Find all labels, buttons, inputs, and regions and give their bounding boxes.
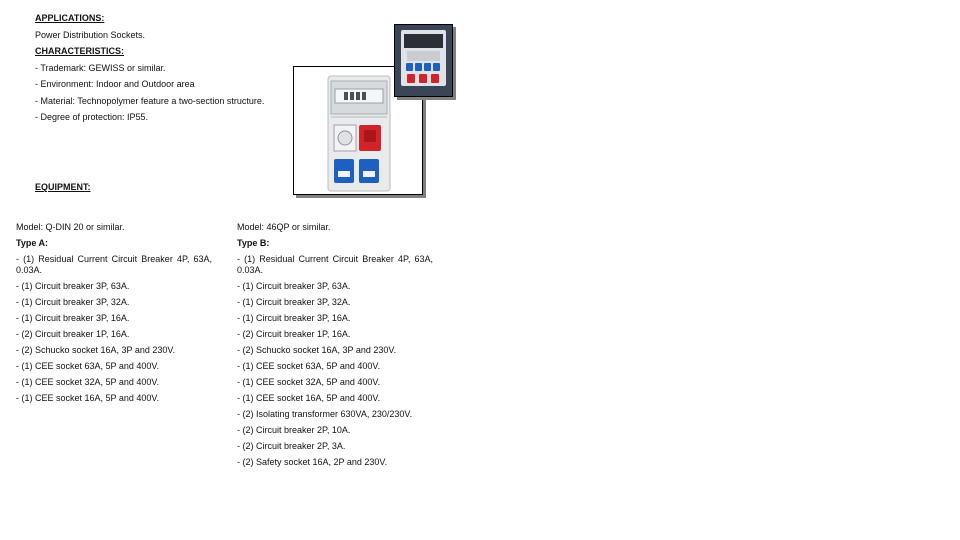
applications-text: Power Distribution Sockets. <box>35 30 146 40</box>
type-b-item: - (1) CEE socket 32A, 5P and 400V. <box>237 377 381 387</box>
type-a-item: - (1) Circuit breaker 3P, 32A. <box>16 297 130 307</box>
type-b-item: - (1) Circuit breaker 3P, 63A. <box>237 281 351 291</box>
type-a-column: Model: Q-DIN 20 or similar. Type A: - (1… <box>16 222 212 409</box>
applications-heading: APPLICATIONS: <box>35 13 105 23</box>
type-b-item: - (1) CEE socket 16A, 5P and 400V. <box>237 393 381 403</box>
type-b-item: - (1) CEE socket 63A, 5P and 400V. <box>237 361 381 371</box>
type-a-item: - (2) Circuit breaker 1P, 16A. <box>16 329 130 339</box>
type-a-item: - (1) CEE socket 16A, 5P and 400V. <box>16 393 160 403</box>
type-a-title: Type A: <box>16 238 49 248</box>
type-b-item: - (2) Isolating transformer 630VA, 230/2… <box>237 409 413 419</box>
distribution-board-illustration <box>327 75 391 192</box>
type-b-item: - (2) Circuit breaker 2P, 10A. <box>237 425 351 435</box>
type-a-item: - (1) CEE socket 32A, 5P and 400V. <box>16 377 160 387</box>
type-b-column: Model: 46QP or similar. Type B: - (1) Re… <box>237 222 433 473</box>
type-b-item: - (2) Schucko socket 16A, 3P and 230V. <box>237 345 397 355</box>
type-b-item: - (1) Circuit breaker 3P, 32A. <box>237 297 351 307</box>
type-a-item: - (2) Schucko socket 16A, 3P and 230V. <box>16 345 176 355</box>
socket-unit-image <box>394 24 453 97</box>
type-b-title: Type B: <box>237 238 270 248</box>
equipment-heading: EQUIPMENT: <box>35 182 91 192</box>
type-b-item: - (1) Circuit breaker 3P, 16A. <box>237 313 351 323</box>
type-a-item: - (1) Residual Current Circuit Breaker 4… <box>16 254 212 275</box>
type-a-item: - (1) CEE socket 63A, 5P and 400V. <box>16 361 160 371</box>
socket-unit-illustration <box>395 25 452 96</box>
type-b-item: - (2) Circuit breaker 1P, 16A. <box>237 329 351 339</box>
characteristic-item: - Environment: Indoor and Outdoor area <box>35 79 195 89</box>
type-b-item: - (2) Safety socket 16A, 2P and 230V. <box>237 457 388 467</box>
type-a-model: Model: Q-DIN 20 or similar. <box>16 222 125 232</box>
characteristic-item: - Trademark: GEWISS or similar. <box>35 63 166 73</box>
type-b-model: Model: 46QP or similar. <box>237 222 331 232</box>
characteristic-item: - Degree of protection: IP55. <box>35 112 149 122</box>
type-a-item: - (1) Circuit breaker 3P, 16A. <box>16 313 130 323</box>
type-a-item: - (1) Circuit breaker 3P, 63A. <box>16 281 130 291</box>
type-b-item: - (1) Residual Current Circuit Breaker 4… <box>237 254 433 275</box>
characteristic-item: - Material: Technopolymer feature a two-… <box>35 96 265 106</box>
characteristics-heading: CHARACTERISTICS: <box>35 46 124 56</box>
type-b-item: - (2) Circuit breaker 2P, 3A. <box>237 441 346 451</box>
